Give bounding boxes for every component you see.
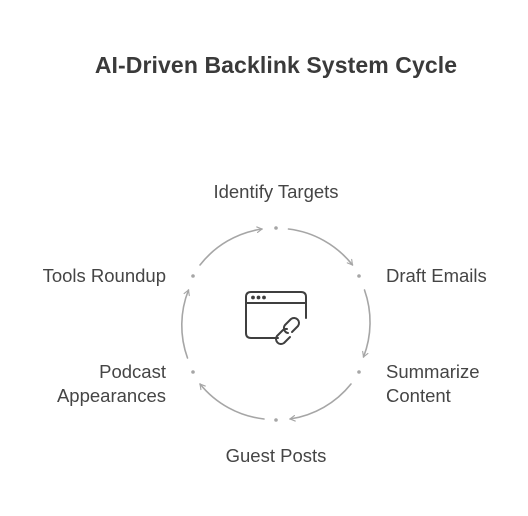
- node-dot-draft-emails: [357, 274, 361, 278]
- step-label-identify-targets: Identify Targets: [213, 181, 339, 202]
- arrow-identify-to-draft: [287, 228, 354, 266]
- step-label-draft-emails: Draft Emails: [386, 265, 487, 286]
- node-dot-summarize-content: [357, 370, 361, 374]
- browser-window-link-icon: [245, 291, 307, 345]
- node-dot-tools-roundup: [191, 274, 195, 278]
- arrow-draft-to-summarize: [362, 289, 371, 358]
- step-label-tools-roundup: Tools Roundup: [42, 265, 166, 286]
- arrow-tools-to-identify: [199, 226, 263, 266]
- node-dot-guest-posts: [274, 418, 278, 422]
- arrow-summarize-to-guest: [289, 383, 352, 422]
- diagram-title: AI-Driven Backlink System Cycle: [94, 52, 458, 78]
- step-label-guest-posts: Guest Posts: [225, 445, 327, 466]
- node-dot-podcast-appearances: [191, 370, 195, 374]
- arrow-podcast-to-tools: [180, 289, 190, 359]
- node-dot-identify-targets: [274, 226, 278, 230]
- arrow-guest-to-podcast: [199, 383, 265, 420]
